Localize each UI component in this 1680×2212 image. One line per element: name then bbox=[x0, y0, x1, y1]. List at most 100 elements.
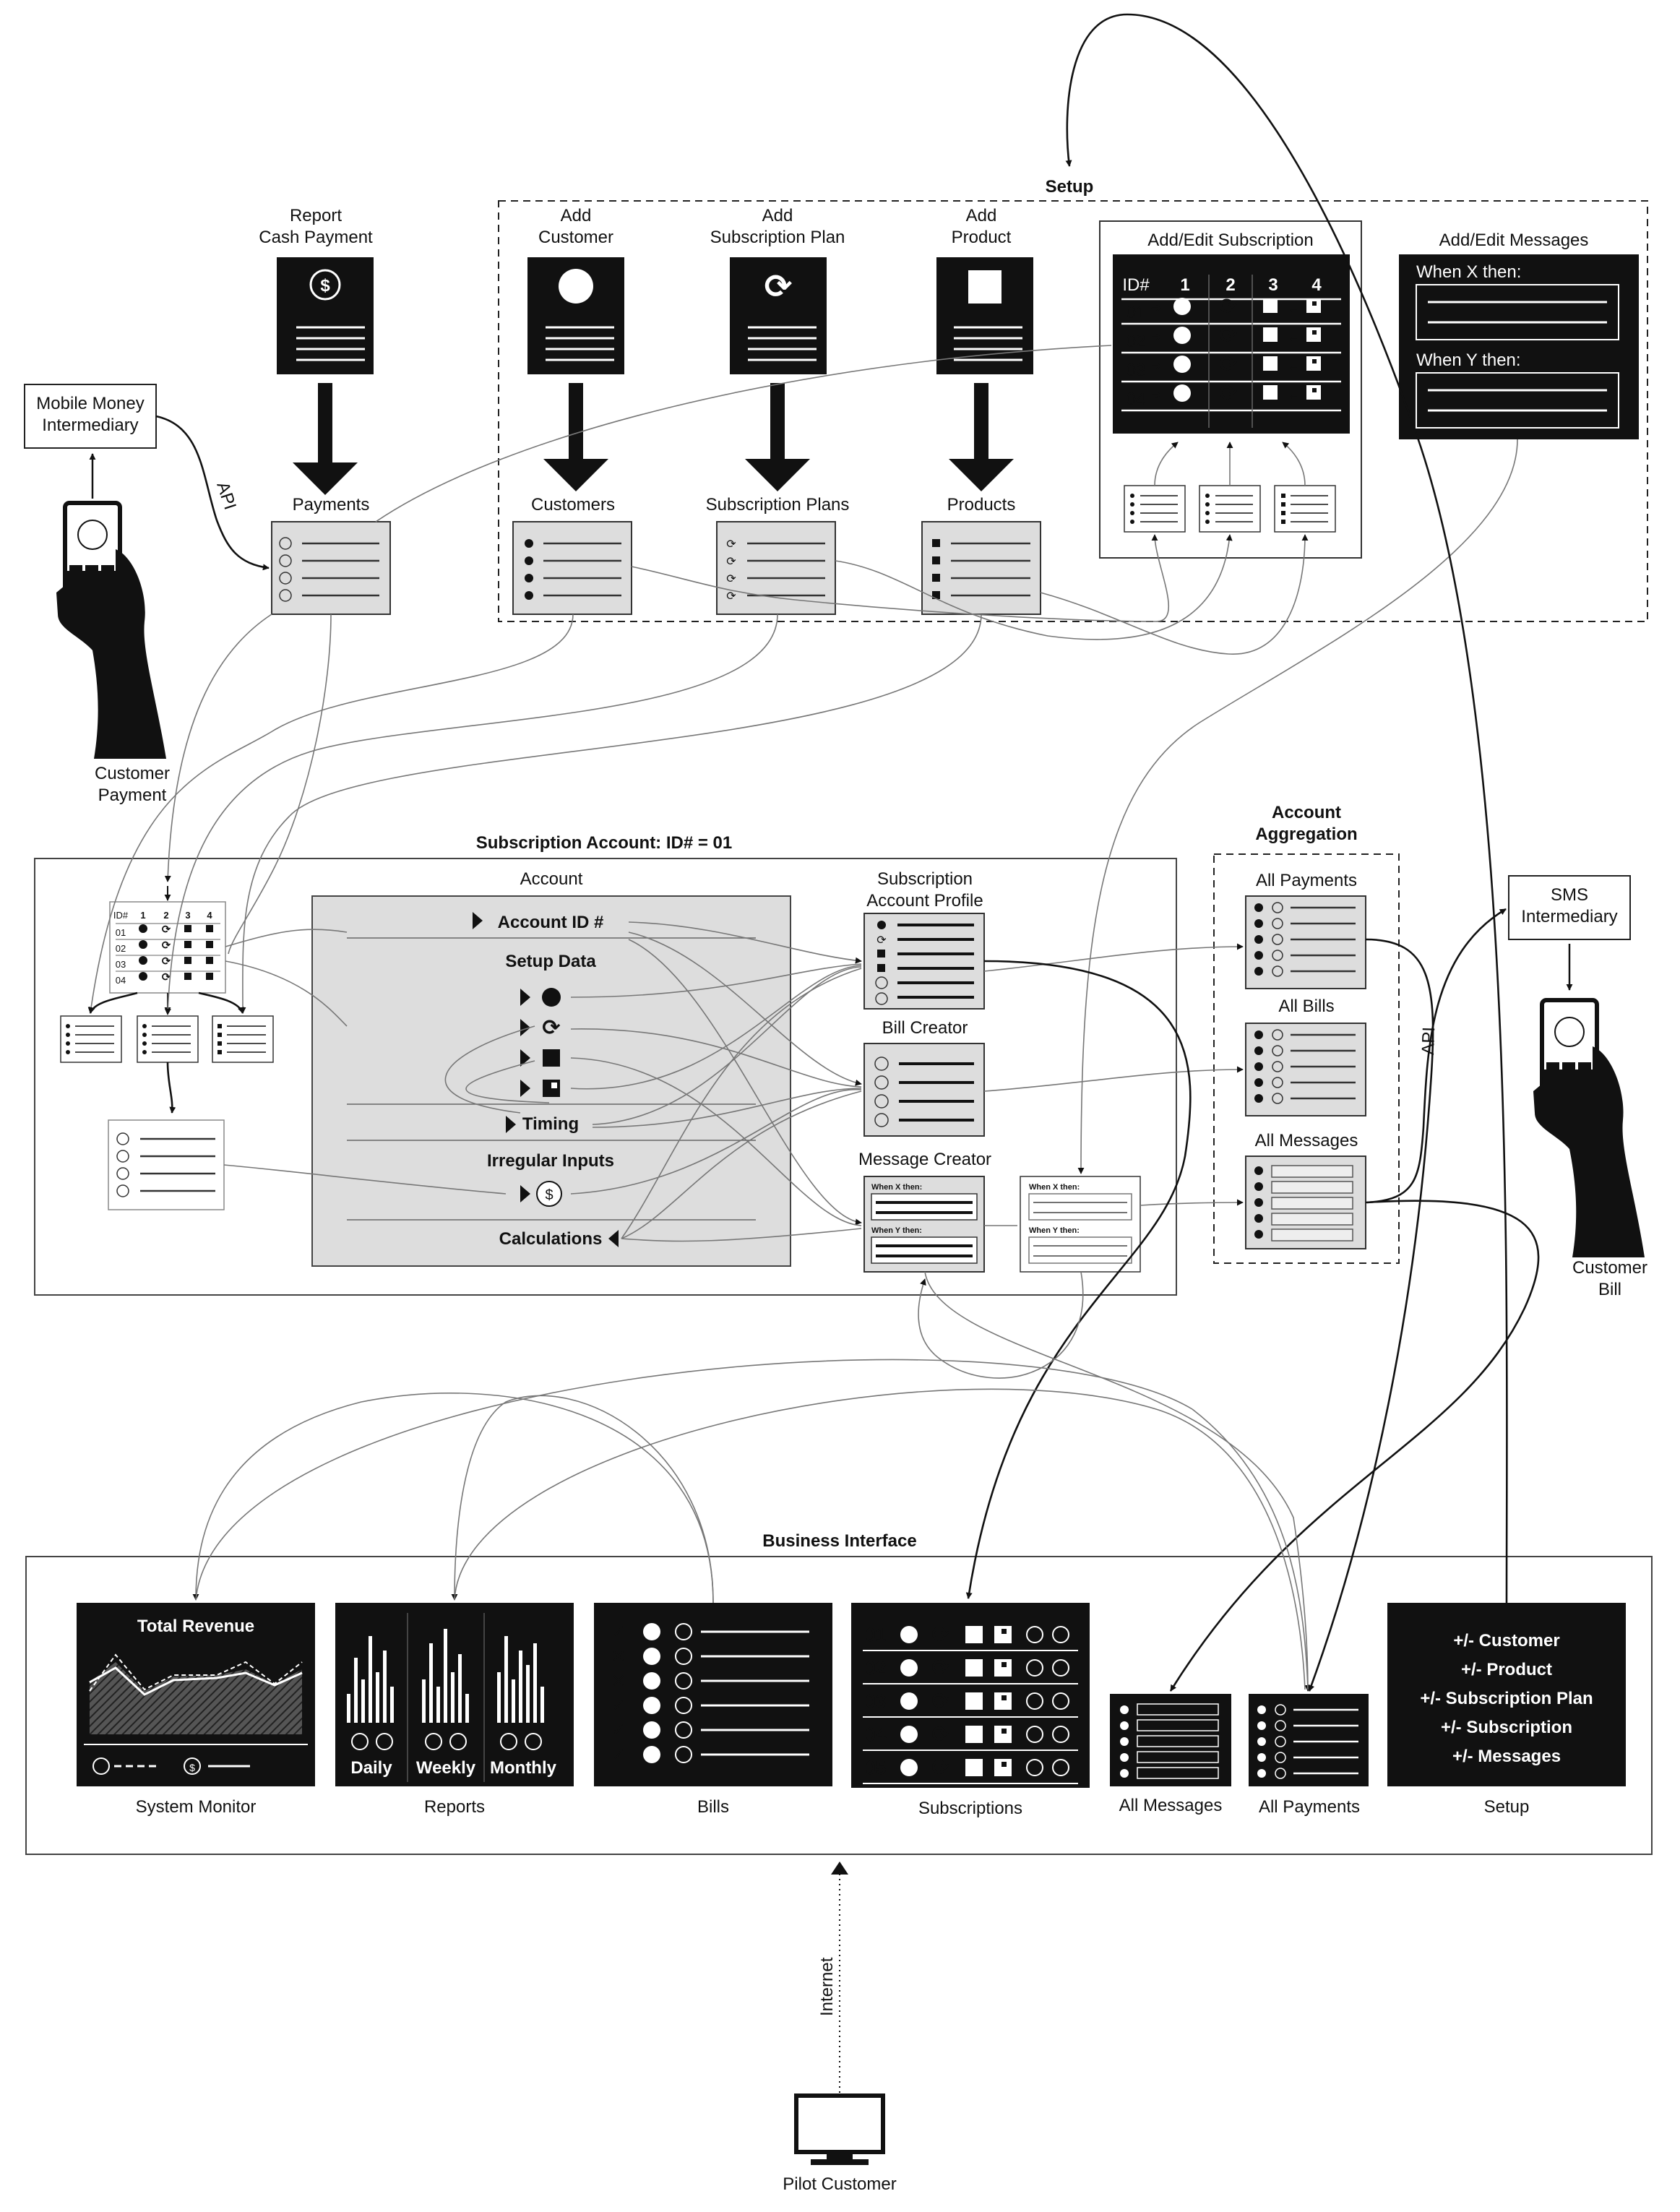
add-product-doc[interactable]: Add Product bbox=[936, 206, 1033, 374]
reports-weekly[interactable]: Weekly bbox=[416, 1758, 476, 1778]
add-customer-doc[interactable]: Add Customer bbox=[527, 206, 624, 374]
svg-text:$: $ bbox=[382, 1737, 387, 1747]
payments-list[interactable]: Payments bbox=[271, 495, 391, 615]
svg-text:2: 2 bbox=[163, 910, 168, 921]
subscription-row-id: 04 bbox=[866, 1723, 887, 1745]
setup-add-product[interactable]: +/- Product bbox=[1461, 1660, 1552, 1679]
subscription-row-id: 03 bbox=[866, 1690, 887, 1712]
subscription-account-profile[interactable]: Subscription Account Profile ⟳ bbox=[863, 869, 985, 1010]
account-aggregation-region: Account Aggregation bbox=[1213, 803, 1400, 1264]
setup-region: Setup bbox=[498, 177, 1648, 622]
add-edit-subscription-label: Add/Edit Subscription bbox=[1147, 231, 1313, 250]
reports-daily[interactable]: Daily bbox=[350, 1758, 392, 1778]
aggregation-all-payments[interactable]: All Payments bbox=[1245, 871, 1366, 989]
api-label-right: API bbox=[1418, 1027, 1439, 1056]
account-id-label: Account ID # bbox=[498, 913, 604, 932]
svg-text:➔: ➔ bbox=[1150, 330, 1161, 344]
svg-text:⟳: ⟳ bbox=[1219, 353, 1237, 376]
phone-hand-left bbox=[56, 501, 166, 759]
svg-text:02: 02 bbox=[116, 943, 126, 954]
svg-text:Aggregation: Aggregation bbox=[1255, 825, 1357, 844]
profile-label-2: Account Profile bbox=[866, 891, 983, 911]
svg-text:SMS: SMS bbox=[1551, 885, 1588, 905]
subscription-row-id: 05 bbox=[866, 1757, 887, 1778]
add-plan-doc[interactable]: Add Subscription Plan ⟳ bbox=[710, 206, 845, 374]
report-cash-label-2: Cash Payment bbox=[259, 228, 373, 247]
subscription-plans-list[interactable]: Subscription Plans ⟳⟳⟳⟳ bbox=[706, 495, 850, 615]
add-edit-subscription-panel[interactable]: Add/Edit Subscription ID# 1 2 3 4 01 02 … bbox=[1099, 220, 1362, 559]
customer-circle-icon bbox=[559, 269, 593, 304]
report-cash-payment-doc[interactable]: Report Cash Payment $ bbox=[259, 206, 374, 374]
subscription-row-id: 02 bbox=[866, 1657, 887, 1679]
svg-text:03: 03 bbox=[1127, 361, 1146, 380]
customer-payment-label-2: Payment bbox=[98, 786, 167, 805]
add-customer-label-1: Add bbox=[561, 206, 592, 225]
svg-text:ID#: ID# bbox=[113, 910, 129, 921]
svg-text:✓: ✓ bbox=[611, 1721, 626, 1740]
customers-label: Customers bbox=[531, 495, 615, 515]
svg-text:01: 01 bbox=[116, 927, 126, 938]
setup-add-plan[interactable]: +/- Subscription Plan bbox=[1420, 1689, 1593, 1708]
reports-monthly[interactable]: Monthly bbox=[490, 1758, 557, 1778]
setup-add-subscription[interactable]: +/- Subscription bbox=[1441, 1718, 1572, 1737]
svg-text:4: 4 bbox=[207, 910, 212, 921]
svg-text:⟳: ⟳ bbox=[726, 538, 736, 551]
api-arrow-right bbox=[1366, 908, 1507, 1204]
svg-text:⟳: ⟳ bbox=[726, 556, 736, 568]
total-revenue-title: Total Revenue bbox=[137, 1617, 254, 1636]
svg-text:03: 03 bbox=[116, 959, 126, 970]
subscription-account-title: Subscription Account: ID# = 01 bbox=[476, 833, 733, 853]
business-all-messages-widget[interactable] bbox=[1110, 1694, 1231, 1786]
svg-text:02: 02 bbox=[1127, 332, 1146, 351]
sms-intermediary: SMS Intermediary bbox=[1508, 875, 1631, 940]
bill-creator[interactable]: Bill Creator bbox=[863, 1018, 985, 1137]
setup-add-messages[interactable]: +/- Messages bbox=[1452, 1747, 1561, 1766]
when-y-label: When Y then: bbox=[1416, 350, 1521, 370]
svg-text:⟳: ⟳ bbox=[162, 971, 171, 984]
svg-text:When X then:: When X then: bbox=[1029, 1183, 1080, 1192]
svg-text:Intermediary: Intermediary bbox=[1521, 907, 1617, 926]
svg-text:When Y then:: When Y then: bbox=[1029, 1226, 1080, 1235]
business-interface-title: Business Interface bbox=[762, 1531, 916, 1551]
aggregation-all-bills[interactable]: All Bills bbox=[1245, 997, 1366, 1116]
account-source-lists bbox=[60, 991, 274, 1114]
svg-text:01: 01 bbox=[1127, 303, 1146, 322]
add-edit-messages-panel[interactable]: Add/Edit Messages When X then: When Y th… bbox=[1399, 231, 1639, 439]
customers-list[interactable]: Customers bbox=[512, 495, 632, 615]
subscription-account-region: Subscription Account: ID# = 01 bbox=[34, 833, 1177, 1296]
bills-widget[interactable]: ✓✕✕✓✓✓ bbox=[594, 1603, 832, 1786]
system-monitor-widget[interactable]: Total Revenue $ bbox=[77, 1603, 315, 1786]
add-product-label-1: Add bbox=[966, 206, 997, 225]
svg-text:$: $ bbox=[1058, 1763, 1064, 1773]
svg-text:←: ← bbox=[1287, 358, 1300, 373]
subscriptions-widget[interactable]: 01⟳$02⟳$03⟳$04⟳$05⟳$ bbox=[851, 1603, 1090, 1788]
when-x-label: When X then: bbox=[1416, 262, 1521, 282]
connectors bbox=[87, 13, 1540, 1692]
svg-text:⟳: ⟳ bbox=[931, 1690, 949, 1713]
account-panel: Account Account ID # Setup Data ⟳ Timing… bbox=[311, 869, 791, 1267]
products-list[interactable]: Products bbox=[921, 495, 1041, 615]
svg-text:$: $ bbox=[1058, 1729, 1064, 1740]
svg-text:⟳: ⟳ bbox=[931, 1656, 949, 1680]
refresh-icon: ⟳ bbox=[542, 1016, 560, 1040]
svg-text:04: 04 bbox=[1127, 390, 1146, 409]
svg-text:⟳: ⟳ bbox=[931, 1623, 949, 1647]
message-creator[interactable]: Message Creator When X then: When Y then… bbox=[858, 1150, 991, 1273]
aggregation-all-messages[interactable]: All Messages bbox=[1245, 1131, 1366, 1249]
business-all-payments-widget[interactable] bbox=[1249, 1694, 1369, 1786]
svg-text:$: $ bbox=[530, 1737, 536, 1747]
business-setup-widget[interactable]: +/- Customer +/- Product +/- Subscriptio… bbox=[1387, 1603, 1626, 1786]
subscriptions-label: Subscriptions bbox=[918, 1799, 1022, 1818]
setup-add-customer[interactable]: +/- Customer bbox=[1453, 1631, 1559, 1651]
reports-widget[interactable]: $$$ Daily Weekly Monthly bbox=[335, 1603, 574, 1786]
mobile-money-intermediary: Mobile Money Intermediary bbox=[24, 384, 157, 449]
svg-text:When X then:: When X then: bbox=[871, 1183, 922, 1192]
pilot-customer-label: Pilot Customer bbox=[783, 2174, 896, 2194]
dollar-icon bbox=[536, 1181, 562, 1207]
internet-label: Internet bbox=[817, 1957, 837, 2016]
products-label: Products bbox=[947, 495, 1016, 515]
sub-table-cells: ➔⟳←➔⟳←➔⟳←➔⟳← bbox=[1150, 295, 1321, 405]
svg-text:✓: ✓ bbox=[611, 1622, 626, 1642]
phone-hand-right bbox=[1533, 998, 1645, 1257]
